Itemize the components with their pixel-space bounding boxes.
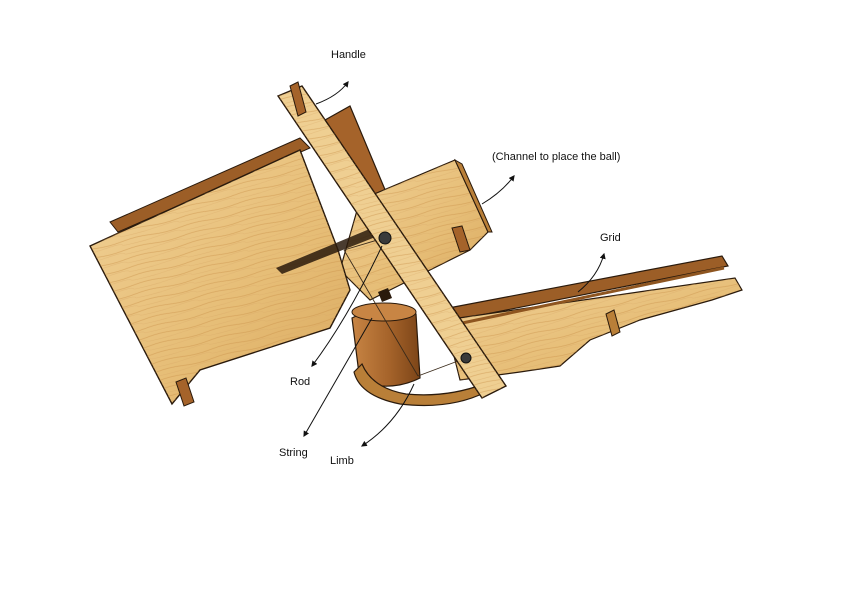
base-board [89,149,392,407]
grid-runway [436,255,743,381]
handle-label: Handle [331,49,366,61]
channel-block [339,158,493,301]
limb-assembly [351,302,487,407]
rod-arrow [311,245,383,367]
grid-label: Grid [600,232,621,244]
channel-arrow [481,175,515,205]
limb-arrow [360,383,415,447]
string-arrow [303,317,373,438]
pivot-upper [378,231,392,245]
limb-label: Limb [330,455,354,467]
pivot-lower [460,352,472,364]
callout-arrows [303,81,606,447]
handle-arrow [315,81,349,105]
grid-arrow [577,252,606,293]
string-label: String [279,447,308,459]
channel-label: (Channel to place the ball) [492,151,621,163]
rod-label: Rod [290,376,311,388]
throwing-arm [276,81,508,399]
